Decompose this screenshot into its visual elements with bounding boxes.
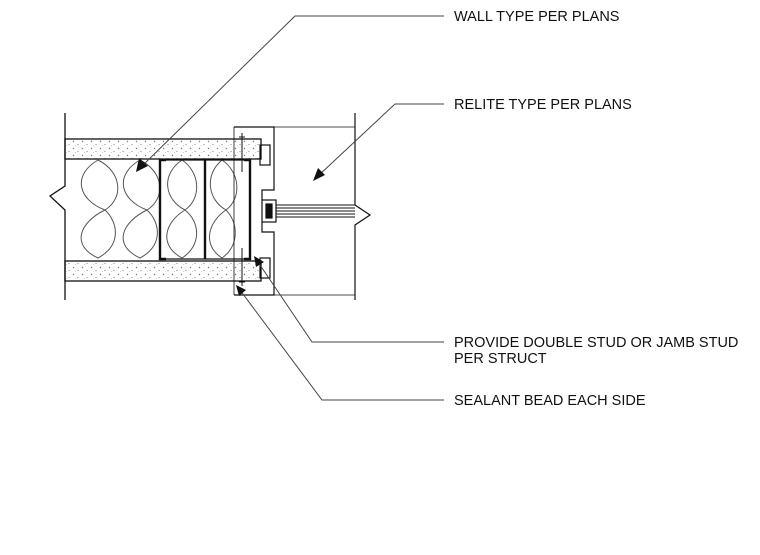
arrow-wall-type <box>136 158 148 172</box>
arrow-sealant <box>236 285 246 296</box>
fastener-screws <box>239 133 245 286</box>
callout-relite-type: RELITE TYPE PER PLANS <box>454 97 632 113</box>
leader-stud <box>257 261 444 343</box>
callout-stud-line2: PER STRUCT <box>454 351 547 367</box>
relite-break-line <box>354 113 372 300</box>
wall-break-line <box>48 113 66 300</box>
callout-wall-type: WALL TYPE PER PLANS <box>454 9 619 25</box>
callout-sealant: SEALANT BEAD EACH SIDE <box>454 393 646 409</box>
frame-profile-top <box>234 126 275 200</box>
callout-stud-line1: PROVIDE DOUBLE STUD OR JAMB STUD <box>454 335 738 351</box>
insulation-batt-stud <box>166 159 238 259</box>
glazing-lines <box>276 204 355 218</box>
gypsum-board-bottom <box>64 260 262 282</box>
leader-arrowheads <box>136 158 325 296</box>
insulation-batt <box>80 159 161 259</box>
double-stud <box>158 158 252 261</box>
leader-wall-type <box>139 15 444 169</box>
wall-section <box>48 113 262 300</box>
frame-profile-bottom <box>234 222 275 296</box>
leader-sealant <box>239 289 444 401</box>
gypsum-board-top <box>64 138 262 160</box>
arrow-relite-type <box>313 168 325 181</box>
leader-relite-type <box>317 103 444 177</box>
relite-frame <box>233 113 372 300</box>
arrow-stud <box>254 256 264 267</box>
leader-lines <box>139 15 444 401</box>
